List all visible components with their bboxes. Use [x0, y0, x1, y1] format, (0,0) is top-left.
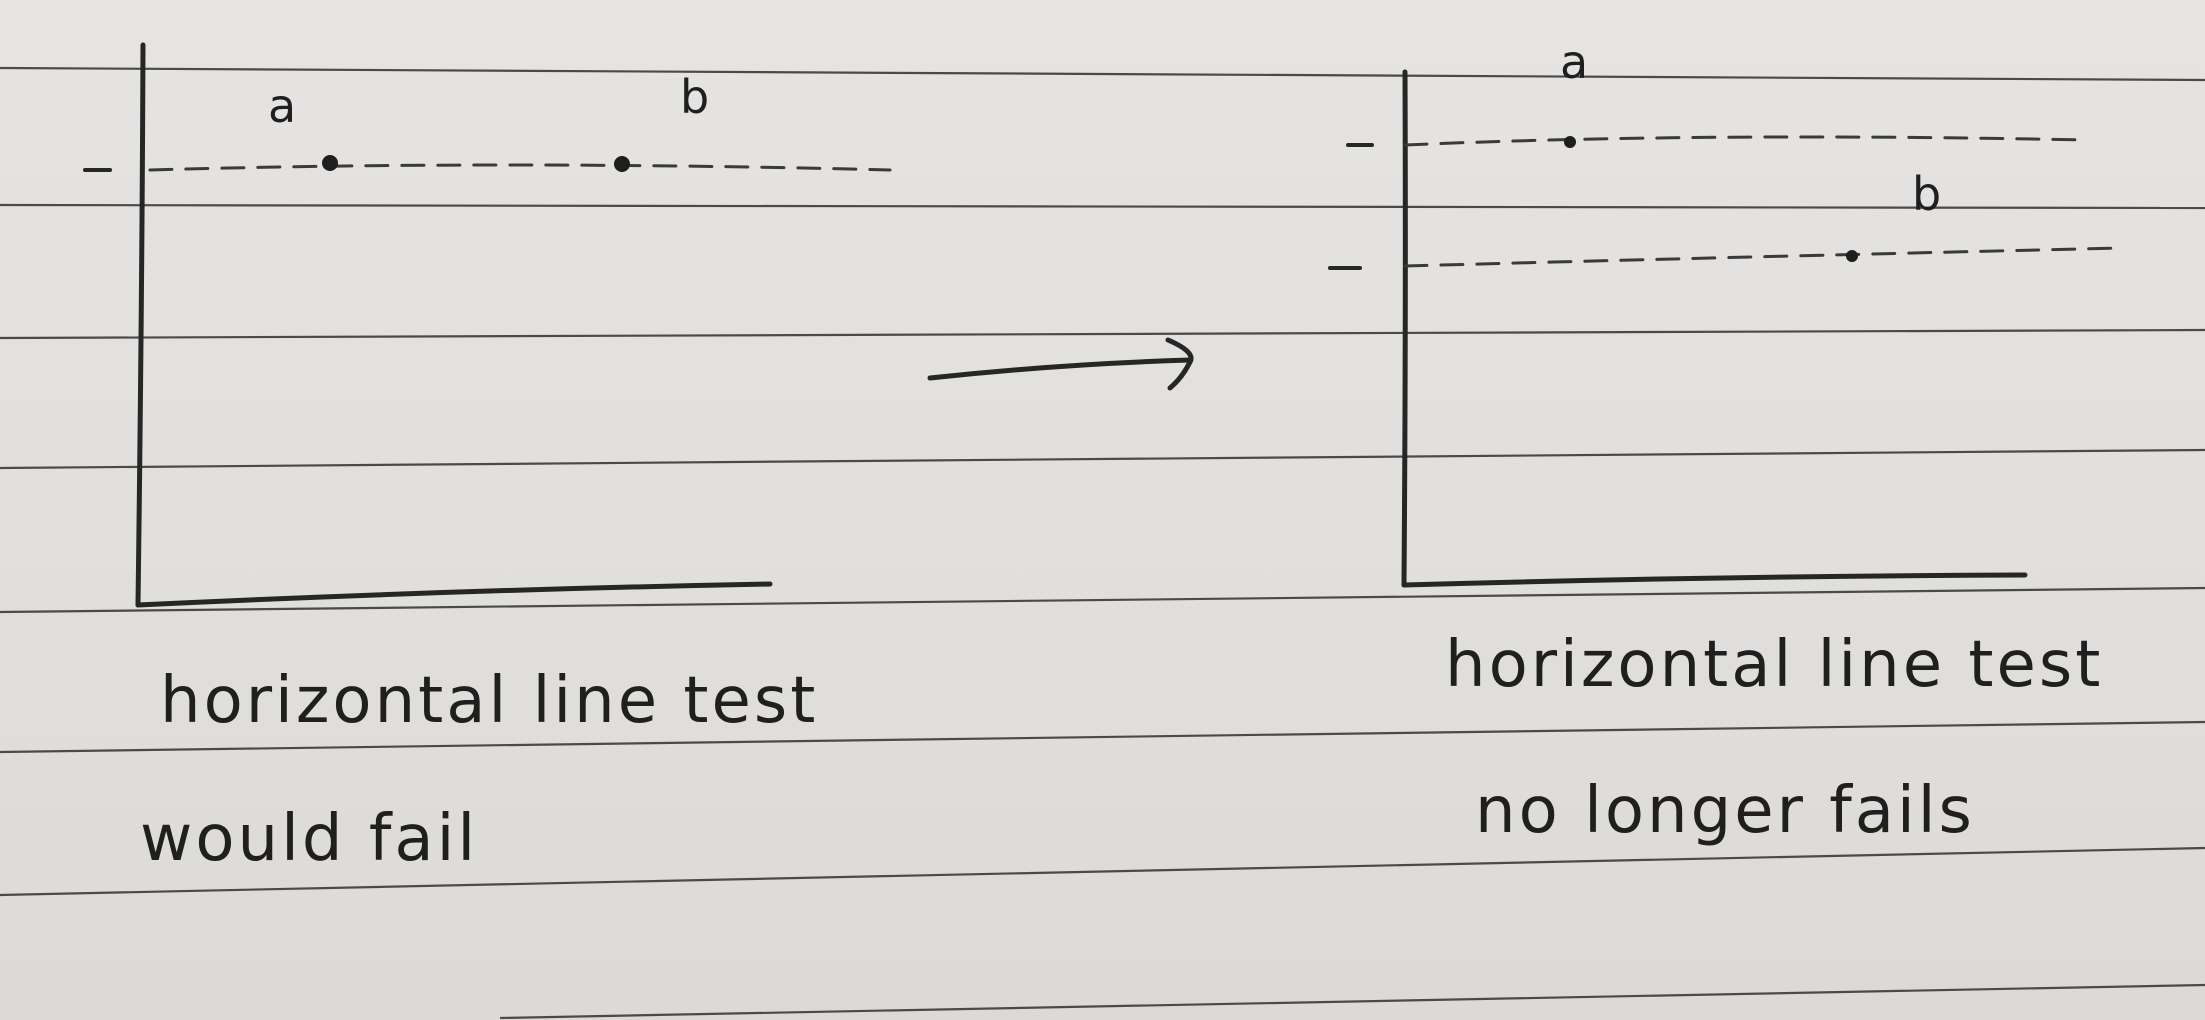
ruled-line: [0, 846, 2205, 897]
left-point-b: [614, 156, 630, 172]
right-horizontal-test-line-upper: [1403, 135, 2087, 147]
ruled-line: [0, 328, 2205, 340]
ruled-line: [0, 720, 2205, 754]
arrow-icon: [927, 337, 1194, 391]
right-point-a: [1564, 136, 1576, 148]
left-y-axis: [135, 42, 146, 608]
right-caption-line1: horizontal line test: [1445, 628, 2103, 702]
left-point-a-label: a: [268, 79, 296, 133]
ruled-lines: [0, 66, 2205, 1020]
ruled-line: [0, 448, 2205, 470]
right-point-b: [1846, 250, 1858, 262]
ruled-line: [499, 983, 2205, 1020]
right-point-b-label: b: [1912, 167, 1941, 221]
right-point-a-label: a: [1560, 35, 1588, 89]
left-x-axis: [135, 581, 773, 608]
left-caption-line2: would fail: [140, 802, 478, 876]
transition-arrow: [927, 337, 1194, 391]
left-graph: a b horizontal line test would fail: [83, 42, 892, 876]
left-caption-line1: horizontal line test: [160, 664, 818, 738]
right-horizontal-test-line-lower: [1403, 246, 2122, 268]
left-horizontal-test-line: [148, 163, 892, 172]
left-point-b-label: b: [680, 70, 709, 124]
right-graph: a b horizontal line test no longer fails: [1328, 35, 2122, 848]
ruled-line: [0, 586, 2205, 614]
right-y-axis: [1401, 69, 1408, 588]
ruled-line: [0, 203, 2205, 210]
right-caption-line2: no longer fails: [1475, 774, 1975, 848]
ruled-line: [0, 66, 2205, 82]
left-point-a: [322, 155, 338, 171]
right-x-axis: [1401, 572, 2028, 588]
